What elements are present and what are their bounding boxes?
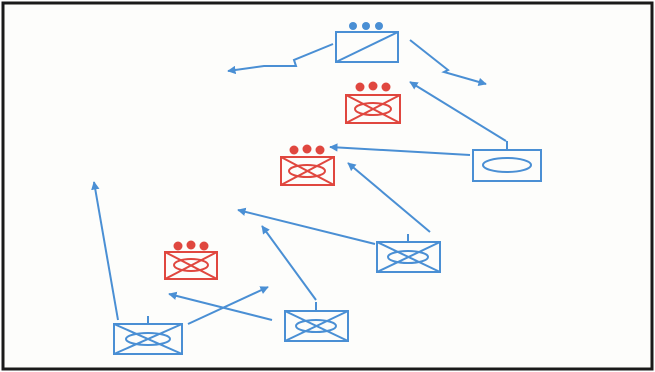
attack-arrow-center-to-middle-enemy <box>347 162 431 233</box>
hq-unit-symbol <box>335 22 399 63</box>
enemy-armor-symbol-top <box>345 81 401 124</box>
echelon-dots <box>173 240 209 251</box>
attack-arrow-bottom-up <box>261 225 317 301</box>
attack-arrow-bottom-left-up <box>91 181 119 321</box>
enemy-armor-symbol-middle <box>280 144 335 186</box>
echelon-dots <box>289 144 325 155</box>
hq-comms-link-right <box>409 39 487 86</box>
attack-arrow-right-to-top-enemy <box>409 81 507 142</box>
attack-arrow-center-left <box>237 207 376 245</box>
friendly-mech-symbol-center <box>376 234 441 273</box>
echelon-dots <box>349 22 383 30</box>
echelon-dots <box>355 81 391 92</box>
enemy-armor-symbol-left <box>164 240 218 280</box>
friendly-mech-symbol-bottom-left <box>113 316 183 355</box>
hq-comms-link-left <box>227 43 334 75</box>
attack-arrow-bottom-left-right <box>187 286 269 325</box>
attack-arrow-bottom-to-left-enemy <box>168 291 273 321</box>
friendly-mech-symbol-bottom <box>284 302 349 342</box>
friendly-armor-symbol-right <box>472 141 542 182</box>
attack-arrow-right-to-middle-enemy <box>329 143 471 156</box>
